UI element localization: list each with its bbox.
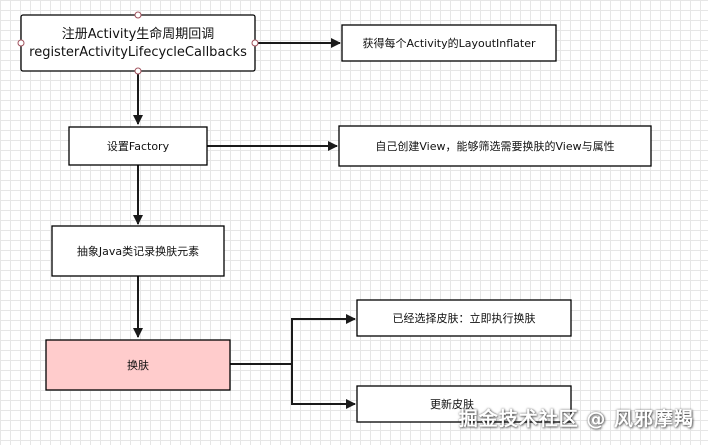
node-abstract-java-label: 抽象Java类记录换肤元素: [77, 244, 199, 258]
watermark: 掘金技术社区 @ 风邪摩羯: [458, 408, 694, 430]
node-abstract-java[interactable]: 抽象Java类记录换肤元素: [51, 225, 225, 277]
node-update-skin[interactable]: 更新皮肤: [356, 385, 572, 423]
node-update-skin-label: 更新皮肤: [430, 397, 474, 411]
node-create-view[interactable]: 自己创建View，能够筛选需要换肤的View与属性: [338, 125, 652, 167]
node-register-line1: 注册Activity生命周期回调: [62, 26, 215, 42]
connection-handle-left[interactable]: [17, 39, 25, 47]
connection-handle-bottom[interactable]: [134, 67, 142, 75]
node-layout-inflater[interactable]: 获得每个Activity的LayoutInflater: [341, 24, 557, 62]
connection-handle-top[interactable]: [134, 11, 142, 19]
node-skin-selected-label: 已经选择皮肤：立即执行换肤: [393, 311, 536, 325]
node-change-skin[interactable]: 换肤: [45, 339, 231, 391]
node-set-factory-label: 设置Factory: [107, 140, 170, 153]
node-layout-inflater-label: 获得每个Activity的LayoutInflater: [362, 36, 535, 50]
node-register-callbacks[interactable]: 注册Activity生命周期回调 registerActivityLifecyc…: [17, 11, 259, 75]
node-skin-selected[interactable]: 已经选择皮肤：立即执行换肤: [356, 299, 572, 337]
connection-handle-right[interactable]: [251, 39, 259, 47]
node-set-factory[interactable]: 设置Factory: [68, 126, 208, 166]
node-register-line2: registerActivityLifecycleCallbacks: [29, 45, 247, 60]
node-create-view-label: 自己创建View，能够筛选需要换肤的View与属性: [375, 139, 614, 153]
edges: [133, 38, 356, 409]
edge-change-skin-to-skin-selected: [230, 314, 356, 365]
edge-change-skin-to-update-skin: [291, 364, 356, 409]
node-change-skin-label: 换肤: [127, 358, 149, 372]
